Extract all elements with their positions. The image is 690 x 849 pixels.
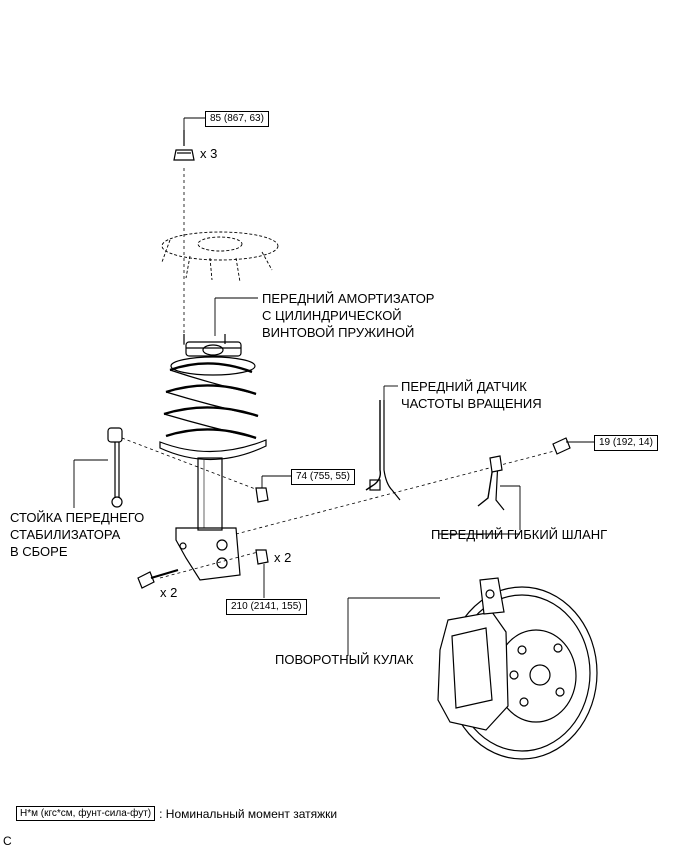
legend-description: : Номинальный момент затяжки (159, 806, 338, 821)
legend-unit-box: Н*м (кгс*см, фунт-сила-фут) (16, 806, 156, 821)
torque-legend: Н*м (кгс*см, фунт-сила-фут) : Номинальны… (16, 806, 337, 821)
torque-link-nut: 74 (755, 55) (291, 469, 355, 485)
torque-knuckle-bolts: 210 (2141, 155) (226, 599, 307, 615)
qty-knuckle-nut: x 2 (274, 550, 292, 565)
corner-mark: C (3, 834, 12, 848)
upper-insulator (161, 231, 279, 283)
label-flexible-hose: ПЕРЕДНИЙ ГИБКИЙ ШЛАНГ (431, 527, 608, 542)
label-strut: ПЕРЕДНИЙ АМОРТИЗАТОР С ЦИЛИНДРИЧЕСКОЙ ВИ… (262, 291, 435, 340)
speed-sensor (365, 400, 401, 501)
torque-hose-bolt: 19 (192, 14) (594, 435, 658, 451)
qty-knuckle-bolt: x 2 (160, 585, 178, 600)
flexible-hose (477, 455, 505, 511)
knuckle-bolt (137, 569, 179, 589)
label-stabilizer-link: СТОЙКА ПЕРЕДНЕГО СТАБИЛИЗАТОРА В СБОРЕ (10, 510, 145, 559)
torque-top-nut: 85 (867, 63) (205, 111, 269, 127)
strut-assembly (159, 334, 267, 581)
label-knuckle: ПОВОРОТНЫЙ КУЛАК (275, 652, 414, 667)
brake-assembly (437, 577, 598, 760)
top-nut (173, 130, 195, 161)
hose-bolt (552, 437, 571, 455)
stabilizer-link (107, 427, 123, 508)
label-speed-sensor: ПЕРЕДНИЙ ДАТЧИК ЧАСТОТЫ ВРАЩЕНИЯ (401, 379, 542, 411)
qty-top-nut: x 3 (200, 146, 218, 161)
